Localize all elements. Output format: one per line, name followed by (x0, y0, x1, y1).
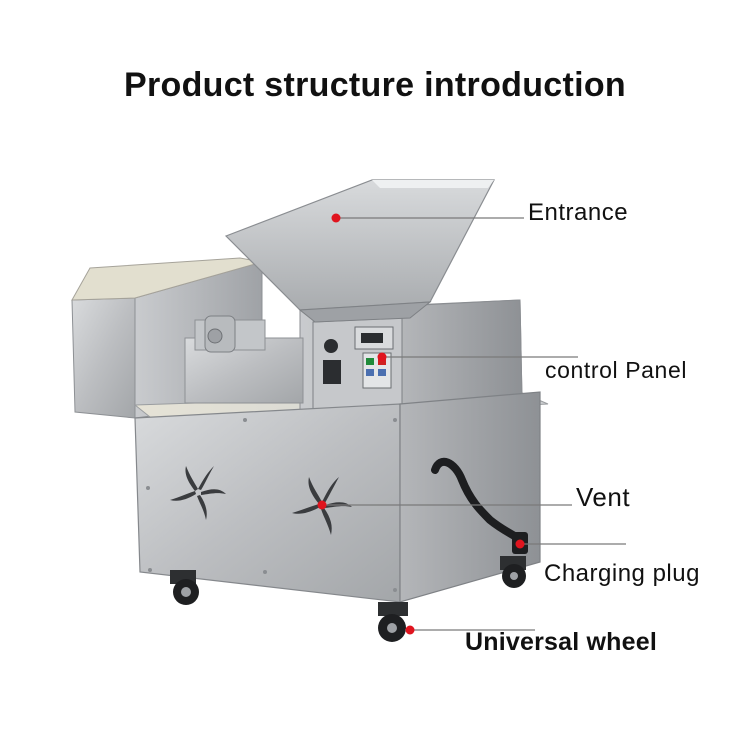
wheel-front (378, 602, 408, 642)
vent-left (170, 466, 226, 520)
marker-charging-plug (515, 539, 525, 549)
control-panel-body (312, 317, 403, 411)
extruder (184, 315, 304, 404)
marker-entrance (331, 213, 341, 223)
label-universal-wheel: Universal wheel (465, 628, 657, 656)
label-charging-plug: Charging plug (544, 560, 700, 587)
marker-vent (317, 500, 327, 510)
leader-lines (322, 217, 626, 631)
label-vent: Vent (576, 482, 631, 512)
markers (317, 213, 525, 635)
wheel-left (170, 570, 199, 605)
label-control-panel: control Panel (545, 357, 688, 383)
hopper (224, 179, 495, 323)
page-title: Product structure introduction (124, 66, 626, 104)
wheel-right (500, 556, 526, 588)
label-entrance: Entrance (528, 199, 629, 226)
marker-universal-wheel (405, 625, 415, 635)
power-cable (431, 457, 524, 544)
marker-control-panel (377, 352, 387, 362)
